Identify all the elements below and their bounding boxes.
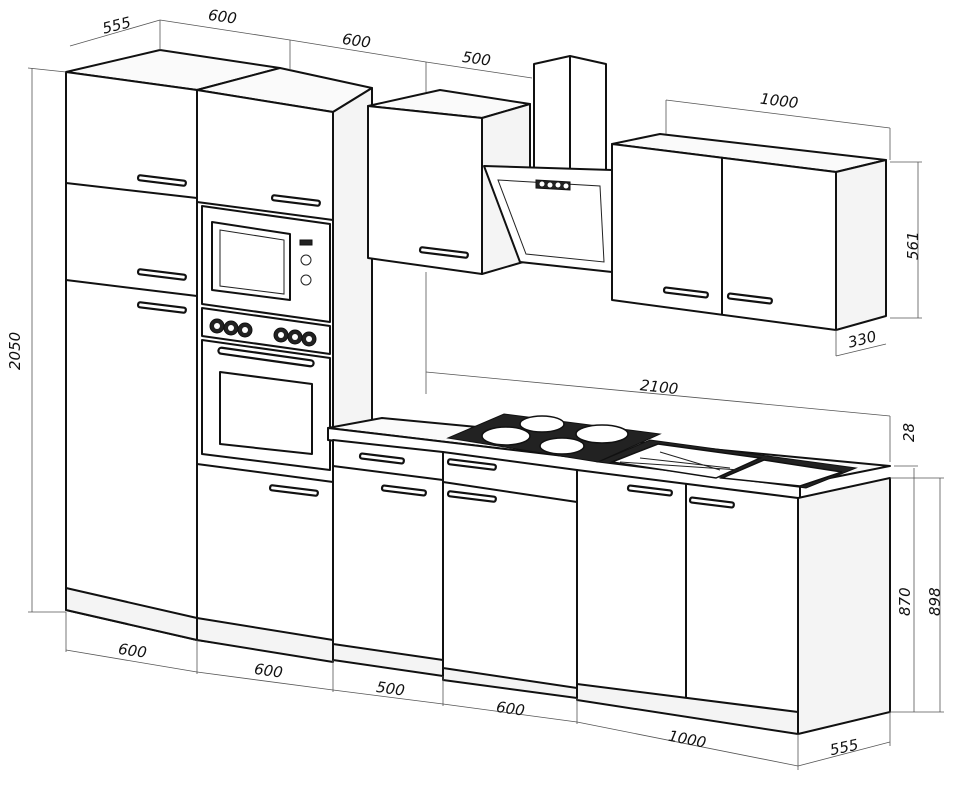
dim-height-total: 2050 <box>6 332 24 370</box>
tall-cabinet-left <box>65 49 281 641</box>
sink <box>596 439 858 489</box>
dim-bottom-w2: 600 <box>253 660 284 682</box>
dim-bottom-w1: 600 <box>117 640 148 662</box>
oven <box>201 339 331 471</box>
dim-bottom-w3: 500 <box>375 678 406 700</box>
dim-top-wall-width: 500 <box>461 48 492 70</box>
dim-top-tall2-width: 600 <box>341 30 372 52</box>
dim-base-height: 870 <box>896 587 914 616</box>
dim-wall-depth: 330 <box>846 327 878 351</box>
handle-tall-left-3 <box>136 301 187 314</box>
dim-bottom-w4: 600 <box>495 698 526 720</box>
dim-base-total-height: 898 <box>926 587 944 616</box>
dimension-lines <box>27 19 944 770</box>
dim-wall-height: 561 <box>904 231 922 260</box>
handle-appliance-top <box>270 194 321 207</box>
handle-tall-left-1 <box>136 174 187 187</box>
microwave <box>201 205 331 323</box>
dim-top-depth-left: 555 <box>101 13 133 37</box>
handle-appliance-base <box>268 484 319 497</box>
hob <box>446 413 662 463</box>
dim-worktop-thickness: 28 <box>900 423 918 442</box>
extractor-hood <box>483 55 613 273</box>
wall-cabinet-1000 <box>611 133 887 331</box>
tall-cabinet-appliances <box>196 67 373 661</box>
dim-bottom-depth-right: 555 <box>828 736 860 760</box>
dim-top-wall-right-width: 1000 <box>759 90 799 113</box>
handle-tall-left-2 <box>136 268 187 281</box>
base-cabinets <box>332 439 891 735</box>
dim-top-tall1-width: 600 <box>207 6 238 28</box>
worktop <box>327 413 891 501</box>
dim-bottom-w5: 1000 <box>667 727 708 752</box>
oven-control-panel <box>201 307 331 355</box>
dim-worktop-length: 2100 <box>639 376 679 398</box>
